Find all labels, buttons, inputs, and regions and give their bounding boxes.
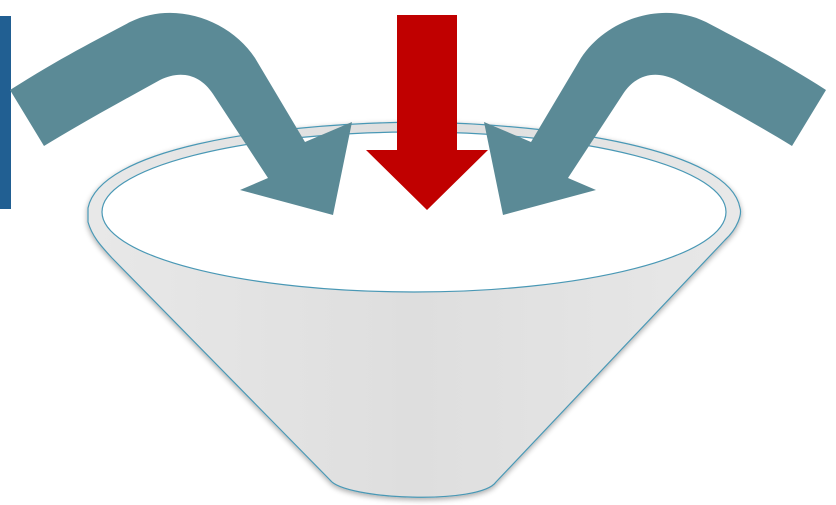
edge-bar (0, 16, 11, 209)
